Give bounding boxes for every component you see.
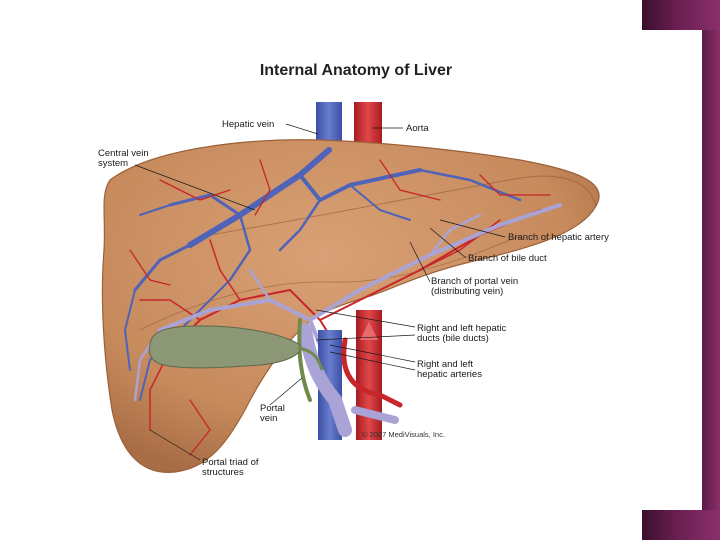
label-branch-portal-vein-line2: (distributing vein) (431, 286, 503, 297)
label-portal-triad-line1: Portal triad of (202, 457, 259, 468)
frame-accent-top (642, 0, 720, 30)
label-rl-hepatic-ducts-line2: ducts (bile ducts) (417, 333, 489, 344)
copyright-notice: © 2007 MediVisuals, Inc. (362, 430, 445, 439)
frame-accent-edge (702, 30, 720, 510)
label-aorta: Aorta (406, 123, 429, 134)
label-branch-hepatic-artery: Branch of hepatic artery (508, 232, 609, 243)
hepatic-vein-branches (123, 147, 522, 401)
page-title: Internal Anatomy of Liver (259, 62, 453, 79)
label-portal-vein-line1: Portal (260, 403, 285, 414)
label-rl-hepatic-arteries-line1: Right and left (417, 359, 473, 370)
liver-right-lobe-edge (209, 175, 597, 236)
leader-lines (134, 123, 506, 461)
liver-lobe (101, 139, 600, 473)
label-rl-hepatic-arteries-line2: hepatic arteries (417, 369, 482, 380)
label-portal-vein-line2: vein (260, 413, 277, 424)
label-branch-bile-duct: Branch of bile duct (468, 253, 547, 264)
label-rl-hepatic-ducts-line1: Right and left hepatic (417, 323, 507, 334)
liver-inferior-surface (139, 235, 521, 331)
label-branch-portal-vein-line1: Branch of portal vein (431, 276, 518, 287)
cystic-duct (297, 346, 324, 371)
frame-accent-bottom (642, 510, 720, 540)
gallbladder (148, 325, 302, 369)
label-portal-triad-line2: structures (202, 467, 244, 478)
aorta-flow-arrow (360, 322, 378, 340)
label-hepatic-vein: Hepatic vein (222, 119, 274, 130)
hilum-structures (297, 318, 403, 437)
label-central-vein-line2: system (98, 158, 128, 169)
label-central-vein-line1: Central vein (98, 148, 149, 159)
